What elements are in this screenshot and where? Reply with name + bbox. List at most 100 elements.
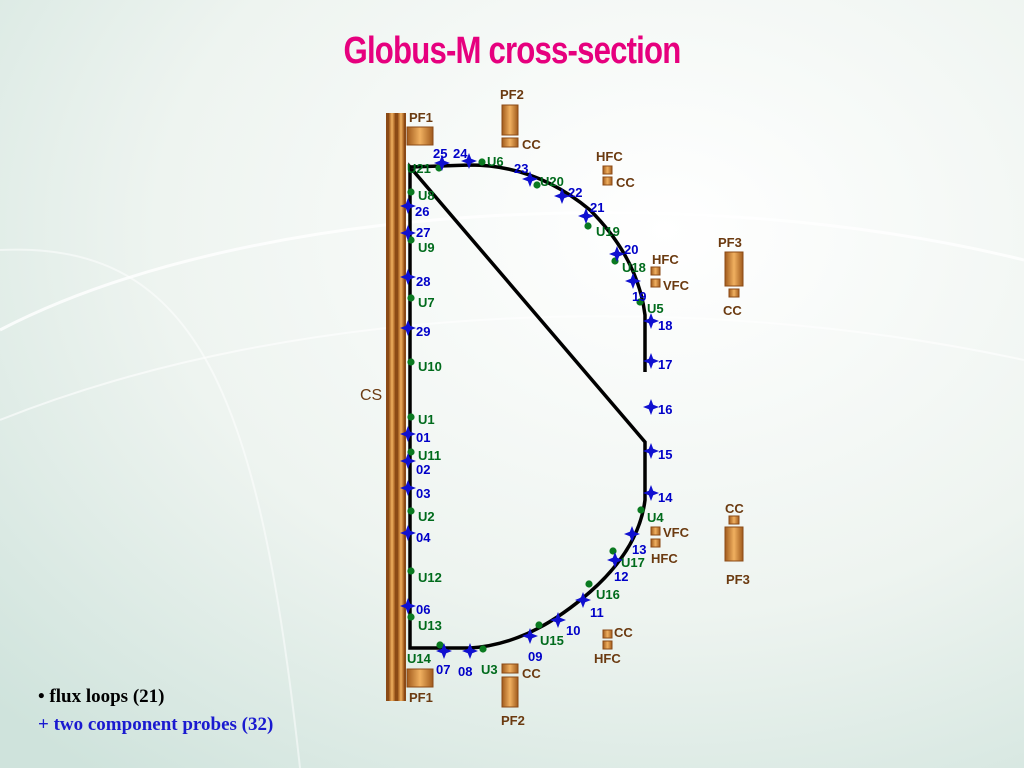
- probe-label: 11: [590, 605, 604, 620]
- pf1-top-label: PF1: [409, 110, 433, 125]
- flux-loop-label: U18: [622, 260, 646, 275]
- probe-marker-27: [400, 225, 416, 241]
- probe-marker-16: [643, 399, 659, 415]
- pf3-top-coil: [724, 251, 744, 287]
- cc-label: CC: [616, 175, 635, 190]
- probe-marker-23: [522, 171, 538, 187]
- flux-loop-marker-U8: [407, 188, 415, 196]
- probe-marker-10: [550, 612, 566, 628]
- probe-label: 17: [658, 357, 672, 372]
- probe-marker-07: [436, 643, 452, 659]
- probe-label: 24: [453, 146, 468, 161]
- probe-label: 02: [416, 462, 430, 477]
- probe-label: 06: [416, 602, 430, 617]
- probe-label: 03: [416, 486, 430, 501]
- probe-marker-26: [400, 198, 416, 214]
- pf3-bottom-coil: [724, 526, 744, 562]
- flux-loop-marker-U10: [407, 358, 415, 366]
- probe-marker-04: [400, 525, 416, 541]
- probe-marker-14: [643, 485, 659, 501]
- flux-loop-label: U9: [418, 240, 435, 255]
- legend-flux-loops: • flux loops (21): [38, 686, 165, 707]
- flux-loop-marker-U16: [585, 580, 593, 588]
- flux-loop-label: U11: [418, 448, 441, 463]
- probe-marker-06: [400, 598, 416, 614]
- pf2-bottom-label: PF2: [501, 713, 525, 728]
- flux-loop-marker-U6: [478, 158, 486, 166]
- probe-marker-13: [624, 526, 640, 542]
- flux-loop-marker-U7: [407, 294, 415, 302]
- flux-loop-label: U14: [407, 651, 432, 666]
- flux-loop-marker-U5: [636, 298, 644, 306]
- probe-label: 19: [632, 289, 646, 304]
- flux-loop-label: U16: [596, 587, 620, 602]
- probe-marker-22: [554, 188, 570, 204]
- vfc-label: VFC: [663, 525, 690, 540]
- flux-loop-marker-U19: [584, 222, 592, 230]
- probe-marker-03: [400, 480, 416, 496]
- probe-label: 21: [590, 200, 604, 215]
- flux-loop-label: U10: [418, 359, 442, 374]
- flux-loop-marker-U12: [407, 567, 415, 575]
- flux-loop-label: U12: [418, 570, 442, 585]
- probe-label: 07: [436, 662, 450, 677]
- probe-marker-11: [575, 592, 591, 608]
- probe-label: 27: [416, 225, 430, 240]
- flux-loop-label: U19: [596, 224, 620, 239]
- probe-marker-15: [643, 443, 659, 459]
- flux-loop-label: U15: [540, 633, 564, 648]
- flux-loop-label: U13: [418, 618, 442, 633]
- probe-label: 16: [658, 402, 672, 417]
- probe-label: 04: [416, 530, 431, 545]
- probe-marker-21: [578, 208, 594, 224]
- probe-label: 10: [566, 623, 580, 638]
- page-title: Globus-M cross-section: [343, 30, 682, 72]
- probe-label: 25: [433, 146, 447, 161]
- probe-marker-28: [400, 269, 416, 285]
- pf1-top-coil: [406, 126, 434, 146]
- probe-marker-09: [522, 628, 538, 644]
- probe-marker-20: [609, 246, 625, 262]
- flux-loop-marker-U4: [637, 506, 645, 514]
- hfc-label: HFC: [651, 551, 678, 566]
- flux-loop-marker-U1: [407, 413, 415, 421]
- flux-loop-label: U1: [418, 412, 435, 427]
- cc-label: CC: [522, 137, 541, 152]
- flux-loop-label: U17: [621, 555, 645, 570]
- probe-marker-18: [643, 313, 659, 329]
- probe-marker-29: [400, 320, 416, 336]
- vfc-label: VFC: [663, 278, 690, 293]
- flux-loop-marker-U14: [436, 641, 444, 649]
- probe-marker-01: [400, 426, 416, 442]
- flux-loop-label: U6: [487, 154, 504, 169]
- probe-label: 12: [614, 569, 628, 584]
- cc-label: CC: [725, 501, 744, 516]
- probe-label: 14: [658, 490, 673, 505]
- pf1-bottom-label: PF1: [409, 690, 433, 705]
- flux-loop-marker-U3: [479, 645, 487, 653]
- hfc-label: HFC: [596, 149, 623, 164]
- flux-loop-label: U5: [647, 301, 664, 316]
- probe-marker-02: [400, 453, 416, 469]
- probe-label: 18: [658, 318, 672, 333]
- flux-loop-label: U20: [540, 174, 564, 189]
- flux-loop-label: U8: [418, 188, 435, 203]
- pf1-bottom-coil: [406, 668, 434, 688]
- flux-loop-label: U2: [418, 509, 435, 524]
- cc-label: CC: [723, 303, 742, 318]
- hfc-label: HFC: [652, 252, 679, 267]
- probe-marker-12: [607, 552, 623, 568]
- cc-label: CC: [522, 666, 541, 681]
- flux-loop-label: U21: [407, 161, 431, 176]
- flux-loop-marker-U13: [407, 613, 415, 621]
- probe-label: 15: [658, 447, 672, 462]
- probe-label: 13: [632, 542, 646, 557]
- flux-loop-marker-U15: [535, 621, 543, 629]
- hfc-label: HFC: [594, 651, 621, 666]
- probe-label: 26: [415, 204, 429, 219]
- flux-loop-marker-U2: [407, 507, 415, 515]
- cc-label: CC: [614, 625, 633, 640]
- probe-label: 20: [624, 242, 638, 257]
- pf3-top-label: PF3: [718, 235, 742, 250]
- flux-loop-label: U3: [481, 662, 498, 677]
